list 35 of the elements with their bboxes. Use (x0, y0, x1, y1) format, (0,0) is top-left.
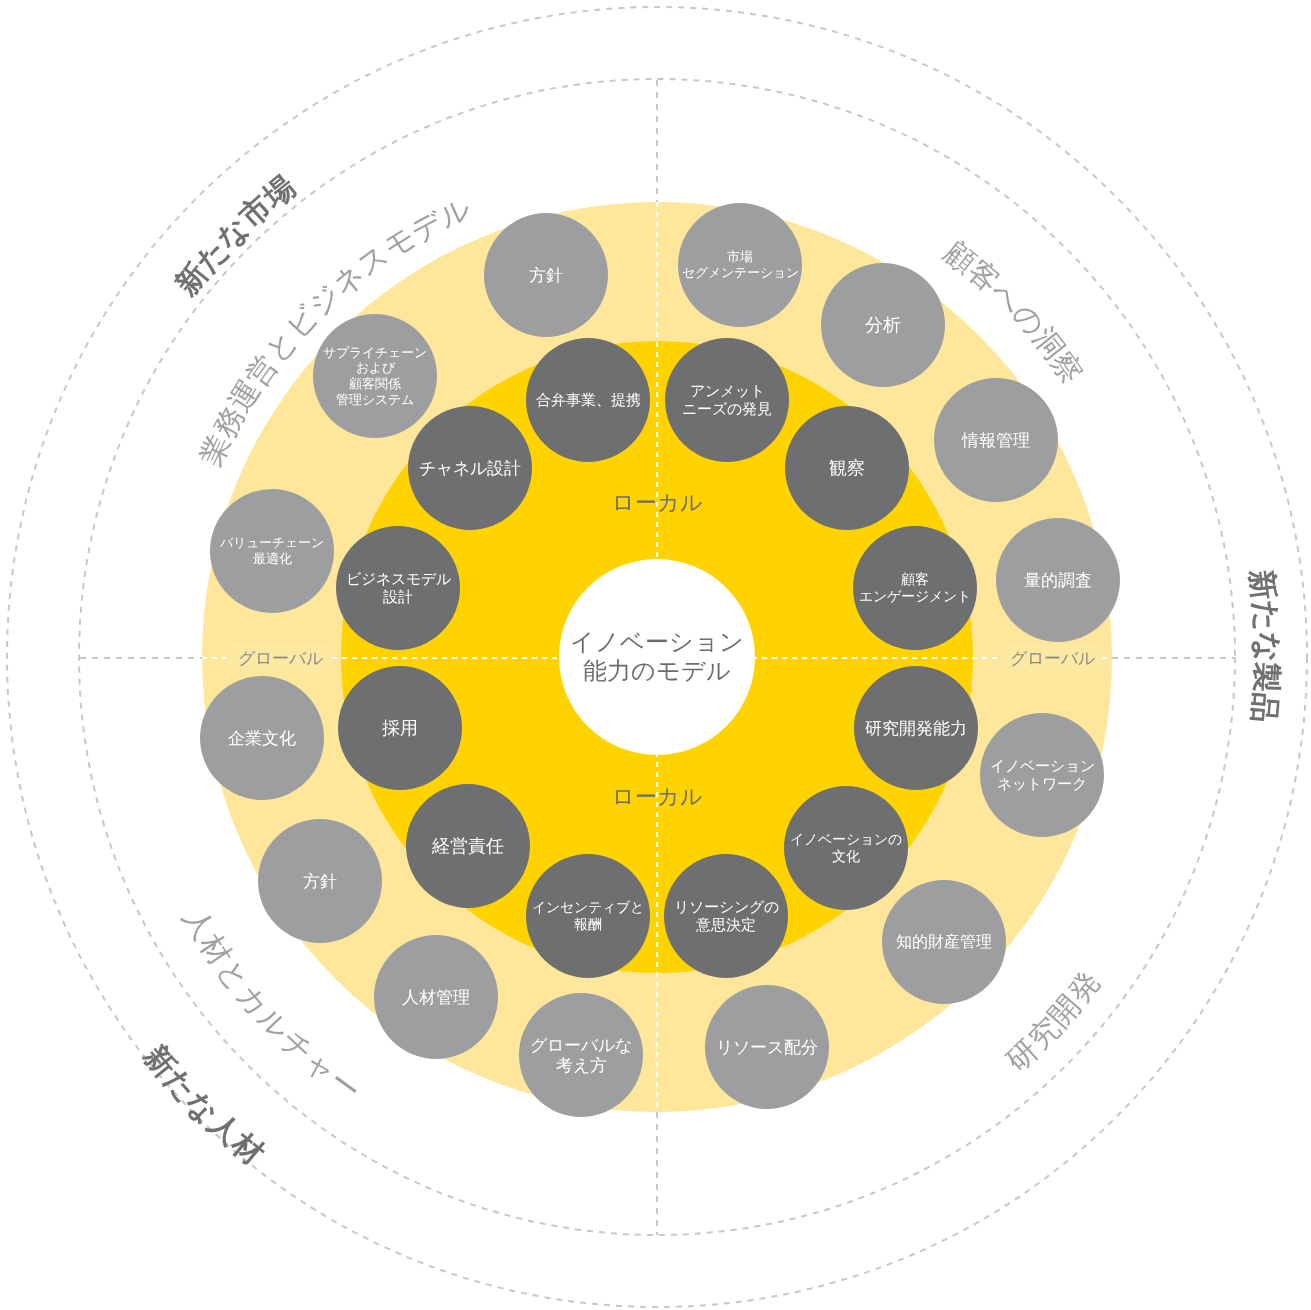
circle-label: 研究開発能力 (865, 717, 967, 739)
circle-label: 分析 (865, 314, 901, 336)
circle-label: イノベーションネットワーク (989, 757, 1095, 793)
sector-label: 新たな市場 (167, 167, 302, 302)
circle-label: イノベーション能力のモデル (570, 628, 744, 686)
circle-label: 顧客エンゲージメント (859, 571, 971, 605)
circle-label: 企業文化 (228, 727, 296, 749)
circle-label: 経営責任 (432, 835, 504, 857)
circle-label: 観察 (829, 457, 865, 479)
circle-label: リソース配分 (716, 1036, 818, 1058)
circle-label: 知的財産管理 (896, 932, 992, 952)
circle-label: 情報管理 (962, 429, 1030, 451)
circle-label: 採用 (382, 717, 418, 739)
circle-label: サプライチェーンおよび顧客関係管理システム (323, 344, 427, 408)
circle-label: イノベーションの文化 (790, 831, 902, 865)
circle-label: バリューチェーン最適化 (220, 535, 324, 567)
scope-label: ローカル (611, 783, 703, 811)
circle-label: 合弁事業、提携 (535, 391, 641, 409)
circle-label: ビジネスモデル設計 (345, 570, 451, 606)
circle-label: インセンティブと報酬 (532, 899, 644, 933)
scope-label: グローバル (229, 644, 331, 672)
sector-label: 顧客への洞察 (937, 233, 1091, 391)
circle-label: チャネル設計 (419, 457, 521, 479)
scope-label: グローバル (1001, 644, 1103, 672)
circle-label: 方針 (529, 264, 563, 286)
circle-label: リソーシングの意思決定 (673, 898, 779, 934)
circle-label: 量的調査 (1024, 569, 1092, 591)
sector-label: 新たな製品 (1244, 567, 1286, 725)
circle-label: アンメットニーズの発見 (682, 382, 772, 418)
circle-label: 方針 (303, 870, 337, 892)
circle-label: 人材管理 (402, 986, 470, 1008)
sector-label: 研究開発 (999, 964, 1108, 1078)
scope-label: ローカル (611, 489, 703, 517)
circle-label: 市場セグメンテーション (681, 249, 799, 281)
circle-label: グローバルな考え方 (530, 1034, 632, 1076)
